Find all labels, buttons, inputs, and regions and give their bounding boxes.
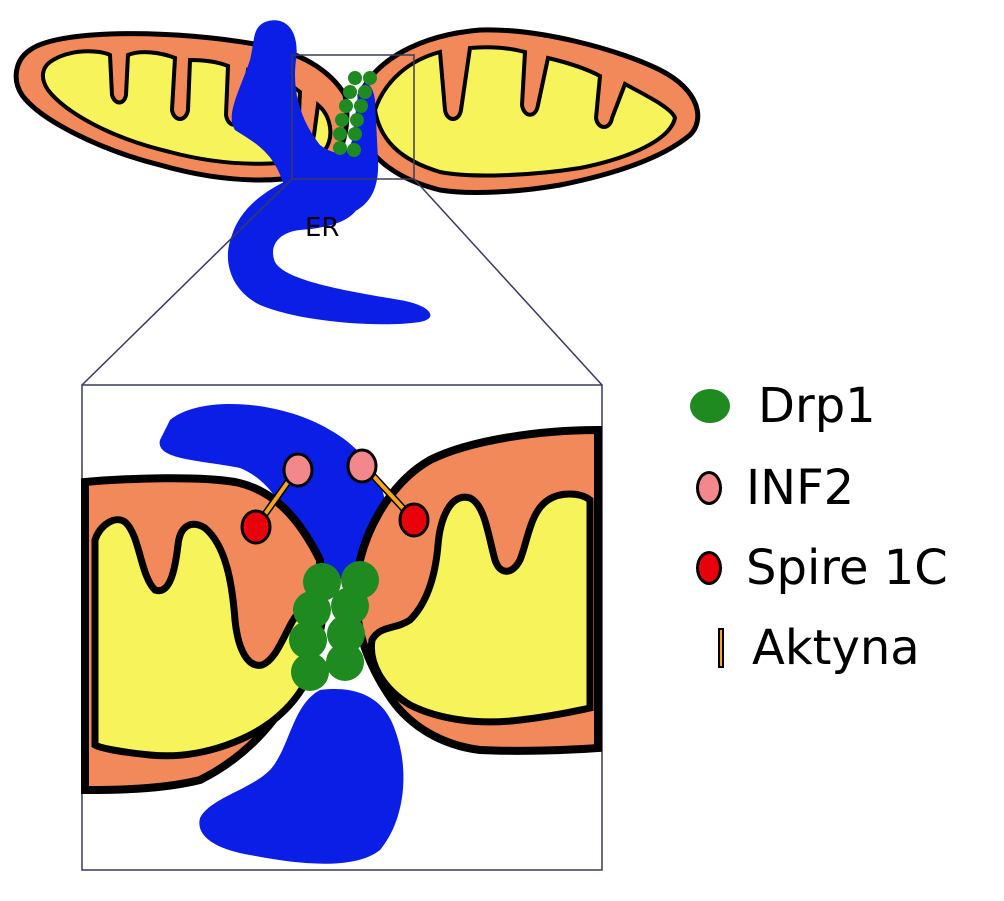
overview-drp1-dot <box>333 127 347 141</box>
overview-drp1-dot <box>350 113 364 127</box>
legend-item-aktyna: Aktyna <box>690 620 920 676</box>
drp1-protein <box>293 591 331 629</box>
spire1c-protein <box>240 509 272 545</box>
drp1-protein <box>289 621 327 659</box>
legend-item-drp1: Drp1 <box>690 378 876 434</box>
overview-drp1-dot <box>339 99 353 113</box>
spire1c-protein <box>398 502 430 538</box>
spire1c-swatch-icon <box>696 551 722 585</box>
inf2-protein <box>282 452 314 488</box>
zoom-mito-right-matrix <box>367 490 594 726</box>
legend-label-drp1: Drp1 <box>758 378 876 434</box>
drp1-protein <box>327 615 365 653</box>
zoom-mito-left-matrix <box>91 516 324 760</box>
overview-drp1-dot <box>363 71 377 85</box>
inf2-swatch-icon <box>696 471 722 505</box>
drp1-protein <box>326 643 364 681</box>
overview-drp1-ring <box>333 71 377 157</box>
overview-er-label: ER <box>305 213 340 243</box>
actin-swatch-icon <box>718 628 724 668</box>
legend-label-spire: Spire 1C <box>746 540 948 596</box>
overview-drp1-dot <box>335 113 349 127</box>
zoom-er-upper <box>159 403 388 580</box>
drp1-protein <box>331 587 369 625</box>
overview-drp1-dot <box>358 85 372 99</box>
zoom-panel <box>81 384 603 871</box>
mito-right-matrix <box>372 45 678 178</box>
overview-er-tail <box>227 173 431 325</box>
legend-label-inf2: INF2 <box>746 460 855 516</box>
drp1-swatch-icon <box>690 389 730 423</box>
legend-item-inf2: INF2 <box>690 460 854 516</box>
legend-label-aktyna: Aktyna <box>752 620 920 676</box>
zoom-drp1-ring <box>289 561 379 691</box>
overview-drp1-dot <box>354 99 368 113</box>
overview-drp1-dot <box>348 127 362 141</box>
inf2-protein <box>346 448 378 484</box>
overview-mitochondrion: ER <box>13 20 701 325</box>
drp1-protein <box>291 653 329 691</box>
zoom-source-box <box>291 54 415 180</box>
overview-er-top <box>231 20 379 219</box>
overview-drp1-dot <box>333 141 347 155</box>
overview-drp1-dot <box>348 71 362 85</box>
legend-item-spire: Spire 1C <box>690 540 948 596</box>
overview-drp1-dot <box>347 143 361 157</box>
zoom-line-left <box>81 178 293 386</box>
zoom-er-lower <box>199 689 404 864</box>
zoom-line-right <box>413 178 603 386</box>
overview-drp1-dot <box>343 85 357 99</box>
